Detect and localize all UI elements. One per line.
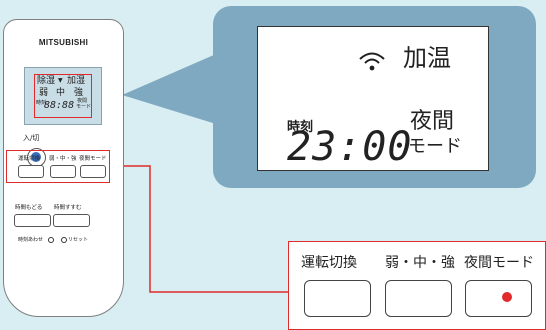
- night-mode-label: 夜間モード: [79, 156, 107, 162]
- display-time: 88:88: [44, 100, 75, 111]
- reset-label: リセット: [68, 237, 89, 243]
- clock-set-button[interactable]: [48, 237, 54, 243]
- mode-indicator: モード: [408, 136, 462, 157]
- display-dehumidify: 除湿: [37, 76, 56, 86]
- zoom-fan-speed-button[interactable]: [385, 280, 452, 317]
- night-mode-button[interactable]: [80, 165, 106, 178]
- display-mode-label: モード: [76, 104, 92, 110]
- operation-switch-label: 運転切換: [18, 156, 41, 162]
- zoom-night-mode-label: 夜間モード: [464, 255, 534, 271]
- operation-switch-button[interactable]: [18, 165, 44, 178]
- time-back-button[interactable]: [14, 214, 51, 227]
- brand-logo: MITSUBISHI: [38, 38, 89, 47]
- zoom-night-mode-button[interactable]: [465, 280, 532, 317]
- display-medium: 中: [56, 88, 66, 98]
- clock-label: 時刻: [287, 120, 314, 135]
- press-indicator-dot: [502, 292, 512, 302]
- remote-display: 除湿 ▼ 加湿 弱 中 強 時刻 88:88 夜間 モード: [24, 67, 102, 125]
- display-clock-label: 時刻: [36, 100, 47, 106]
- leader-line: [110, 165, 288, 293]
- power-label: 入/切: [23, 134, 40, 142]
- zoom-operation-switch-label: 運転切換: [301, 255, 357, 271]
- time-readout: 23:00: [287, 124, 413, 170]
- clock-set-label: 時刻あわせ: [18, 237, 44, 243]
- zoom-fan-speed-label: 弱・中・強: [385, 255, 455, 271]
- remote-display-highlight: [34, 74, 92, 118]
- remote-control: MITSUBISHI 除湿 ▼ 加湿 弱 中 強 時刻 88:88 夜間 モード…: [3, 19, 124, 317]
- time-forward-button[interactable]: [53, 214, 90, 227]
- display-strong: 強: [74, 88, 84, 98]
- zoomed-buttons-panel: 運転切換 弱・中・強 夜間モード: [288, 241, 546, 330]
- fan-speed-button[interactable]: [50, 165, 76, 178]
- display-humidify: 加湿: [67, 76, 86, 86]
- wifi-icon: ▼: [58, 77, 63, 84]
- humidify-indicator: 加温: [403, 44, 451, 72]
- display-night-label: 夜間: [77, 98, 88, 104]
- fan-speed-label: 弱・中・強: [49, 156, 77, 162]
- time-forward-label: 時間すすむ: [54, 205, 82, 211]
- zoom-operation-switch-button[interactable]: [304, 280, 371, 317]
- time-back-label: 時間もどる: [15, 205, 43, 211]
- night-indicator: 夜間: [410, 109, 455, 134]
- display-weak: 弱: [39, 88, 49, 98]
- callout-pointer: [122, 54, 216, 124]
- remote-button-highlight: [6, 150, 110, 183]
- wifi-icon: [359, 52, 385, 71]
- reset-button[interactable]: [61, 237, 67, 243]
- enlarged-display: 加温 時刻 23:00 夜間 モード: [257, 26, 489, 171]
